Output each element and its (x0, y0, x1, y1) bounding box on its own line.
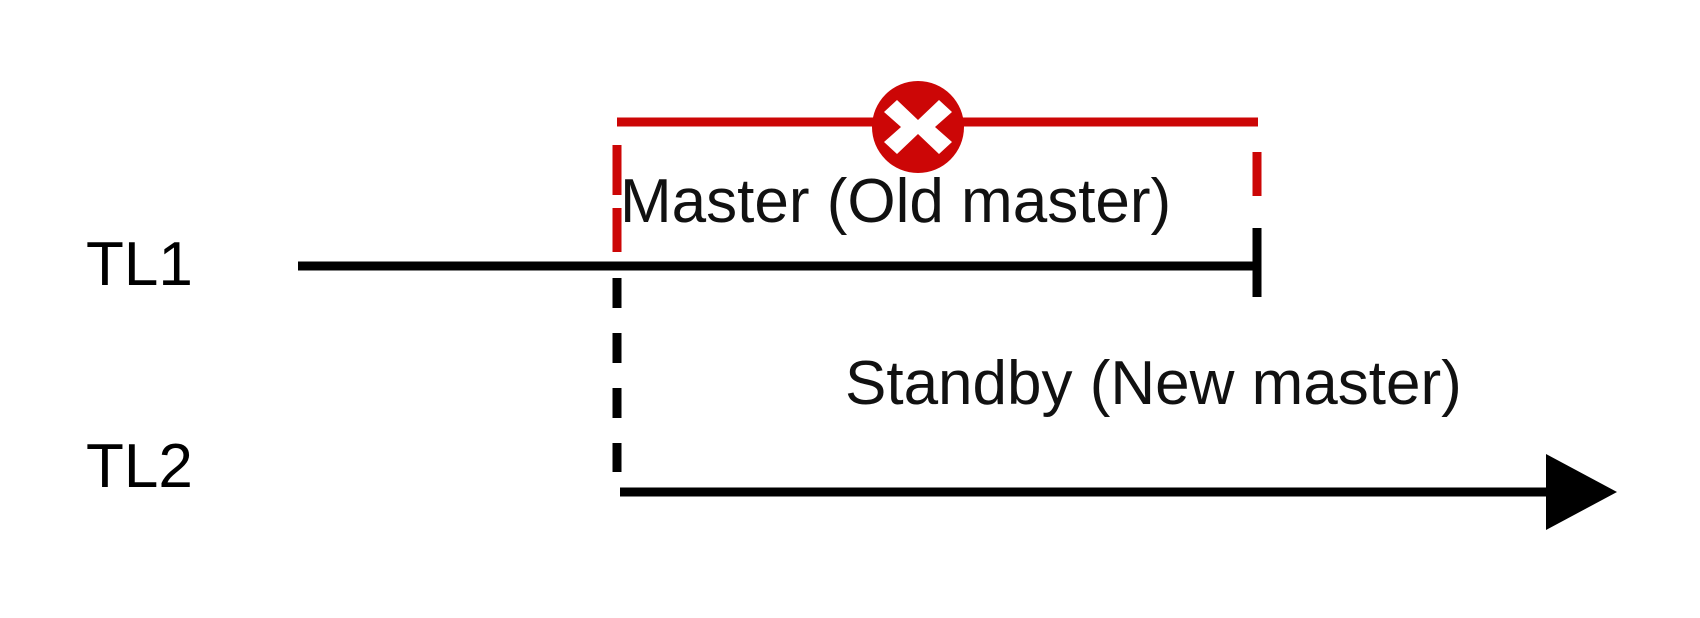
tl1-segment-label: Master (Old master) (620, 167, 1171, 236)
timeline-tl2-group: TL2 Standby (New master) (86, 349, 1617, 530)
tl1-axis-label: TL1 (86, 230, 193, 299)
failure-x-icon (872, 81, 964, 173)
timeline-tl1-group: TL1 Master (Old master) (86, 167, 1262, 299)
failure-x-icon-glyph (884, 100, 952, 154)
failover-marker-group (612, 81, 1262, 252)
tl2-axis-label: TL2 (86, 432, 193, 501)
tl2-arrowhead-icon (1546, 454, 1617, 530)
tl2-segment-label: Standby (New master) (845, 349, 1462, 418)
